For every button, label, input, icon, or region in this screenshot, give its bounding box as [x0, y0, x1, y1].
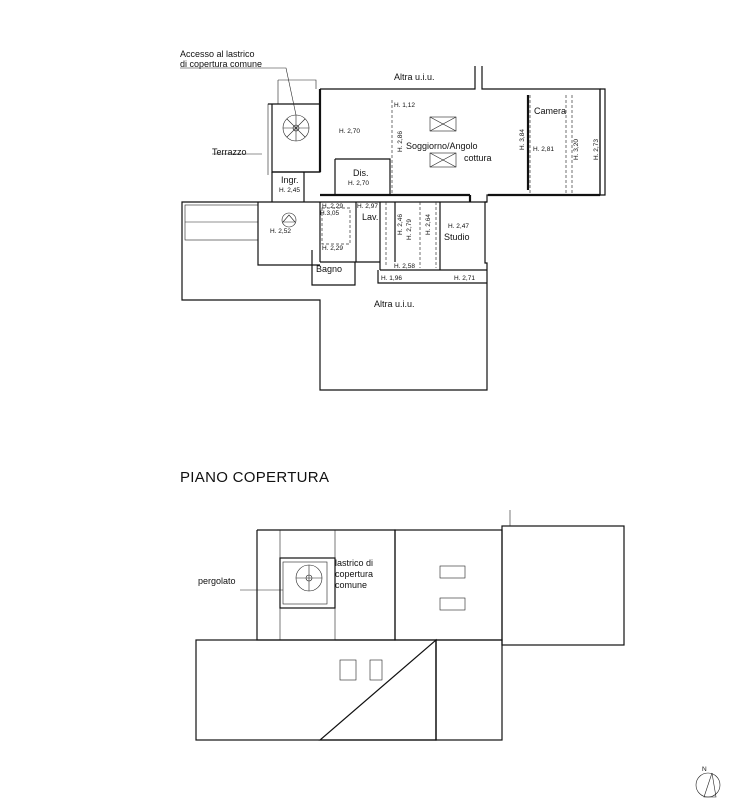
height-label: H. 2,97 [357, 203, 378, 210]
height-label: H. 3,20 [573, 139, 580, 160]
room-label-soggiorno-line2: cottura [464, 153, 492, 163]
lastrico-label-line2: copertura [335, 569, 373, 579]
room-label-bagno: Bagno [316, 264, 342, 274]
pergolato-label: pergolato [198, 576, 236, 586]
room-label-studio: Studio [444, 232, 470, 242]
height-label: H. 2,86 [397, 131, 404, 152]
roof-plan [195, 510, 625, 741]
height-label: H. 2,70 [339, 128, 360, 135]
height-label: H. 2,64 [425, 214, 432, 235]
height-label: H. 2,58 [394, 263, 415, 270]
north-arrow-icon: N [695, 766, 721, 798]
height-label: H. 2,73 [593, 139, 600, 160]
north-letter: N [702, 766, 707, 773]
height-label: H. 2,29 [322, 203, 343, 210]
height-label: H.3,05 [320, 210, 340, 217]
lastrico-label-line1: lastrico di [335, 558, 373, 568]
height-label: H. 2,71 [454, 275, 475, 282]
skylight [429, 116, 457, 168]
access-callout-line2: di copertura comune [180, 59, 262, 69]
roof-plan-title: PIANO COPERTURA [180, 469, 329, 486]
height-label: H. 2,81 [533, 146, 554, 153]
lastrico-label-line3: comune [335, 580, 367, 590]
height-label: H. 2,29 [322, 245, 343, 252]
spiral-staircase-icon [282, 114, 310, 142]
room-label-soggiorno-line1: Soggiorno/Angolo [406, 141, 478, 151]
height-label: H. 1,12 [394, 102, 415, 109]
height-label: H. 2,79 [406, 219, 413, 240]
room-label-ingr: Ingr. [281, 175, 299, 185]
height-label: H. 2,46 [397, 214, 404, 235]
room-label-altra-top: Altra u.i.u. [394, 72, 435, 82]
entry-arrow-icon [281, 212, 297, 228]
access-callout-line1: Accesso al lastrico [180, 49, 255, 59]
room-label-terrazzo: Terrazzo [212, 147, 247, 157]
height-label: H. 2,45 [279, 187, 300, 194]
height-label: H. 2,70 [348, 180, 369, 187]
height-label: H. 2,52 [270, 228, 291, 235]
room-label-camera: Camera [534, 106, 566, 116]
room-label-lav: Lav. [362, 212, 378, 222]
height-label: H. 2,47 [448, 223, 469, 230]
upper-floor-plan [180, 66, 606, 391]
height-label: H. 1,96 [381, 275, 402, 282]
room-label-altra-bottom: Altra u.i.u. [374, 299, 415, 309]
room-label-dis: Dis. [353, 168, 369, 178]
height-label: H. 3,84 [519, 129, 526, 150]
